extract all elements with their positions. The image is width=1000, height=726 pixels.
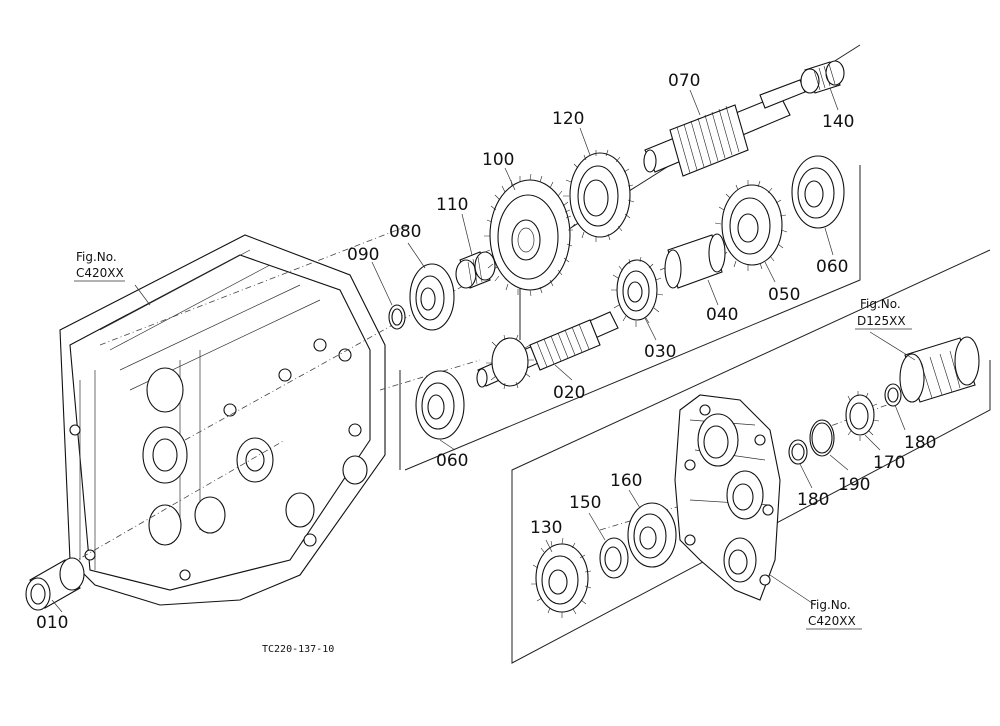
- part-150-washer: [599, 537, 629, 579]
- part-080-bearing: [409, 263, 455, 331]
- label-070: 070: [668, 71, 700, 91]
- part-190-ring: [809, 419, 835, 457]
- part-040-collar: [664, 233, 726, 289]
- label-150: 150: [569, 493, 601, 513]
- label-170: 170: [873, 453, 905, 473]
- label-050: 050: [768, 285, 800, 305]
- label-140: 140: [822, 112, 854, 132]
- fig-ref-left-code: C420XX: [76, 266, 124, 280]
- part-030-gear: [611, 256, 664, 327]
- part-labels: 010 020 030 040 050 060 060 070 080 090 …: [36, 71, 936, 633]
- part-070-shaft: [643, 79, 806, 177]
- label-180-upper: 180: [904, 433, 936, 453]
- label-190: 190: [838, 475, 870, 495]
- part-160-bearing: [627, 502, 677, 568]
- label-060-lower: 060: [436, 451, 468, 471]
- fig-ref-right-bottom-code: C420XX: [808, 614, 856, 628]
- leader-lines: [51, 87, 916, 613]
- fig-ref-right-bottom: Fig.No. C420XX: [806, 598, 862, 630]
- part-180-ring-lower: [788, 439, 808, 465]
- part-010-sleeve: [25, 557, 85, 611]
- part-060-bearing-upper: [791, 155, 845, 229]
- fig-ref-left: Fig.No. C420XX: [74, 250, 125, 282]
- part-180-ring-upper: [884, 383, 902, 407]
- label-130: 130: [530, 518, 562, 538]
- part-140-needle-bearing: [800, 60, 845, 94]
- label-180-lower: 180: [797, 490, 829, 510]
- label-020: 020: [553, 383, 585, 403]
- label-110: 110: [436, 195, 468, 215]
- part-d125-sleeve: [899, 336, 980, 403]
- part-170-bearing: [845, 391, 880, 441]
- fig-ref-right-bottom-title: Fig.No.: [810, 598, 851, 612]
- part-110-needle-bearing: [455, 251, 496, 289]
- label-120: 120: [552, 109, 584, 129]
- label-100: 100: [482, 150, 514, 170]
- part-100-large-gear: [484, 173, 573, 297]
- drawing-code: TC220-137-10: [262, 644, 334, 655]
- label-080: 080: [389, 222, 421, 242]
- fig-ref-right-top-code: D125XX: [857, 314, 906, 328]
- label-090: 090: [347, 245, 379, 265]
- cover-plate: [674, 394, 781, 601]
- fig-ref-right-top-title: Fig.No.: [860, 297, 901, 311]
- label-040: 040: [706, 305, 738, 325]
- fig-ref-left-title: Fig.No.: [76, 250, 117, 264]
- part-120-gear: [563, 149, 635, 242]
- part-050-gear: [714, 180, 788, 271]
- gear-case-housing: [59, 234, 386, 606]
- label-030: 030: [644, 342, 676, 362]
- part-130-gear: [531, 537, 592, 618]
- label-160: 160: [610, 471, 642, 491]
- fig-ref-right-top: Fig.No. D125XX: [855, 297, 912, 330]
- part-020-shaft: [476, 311, 619, 390]
- label-010: 010: [36, 613, 68, 633]
- part-090-snap-ring: [388, 304, 406, 330]
- label-060-upper: 060: [816, 257, 848, 277]
- part-060-bearing-lower: [415, 370, 465, 440]
